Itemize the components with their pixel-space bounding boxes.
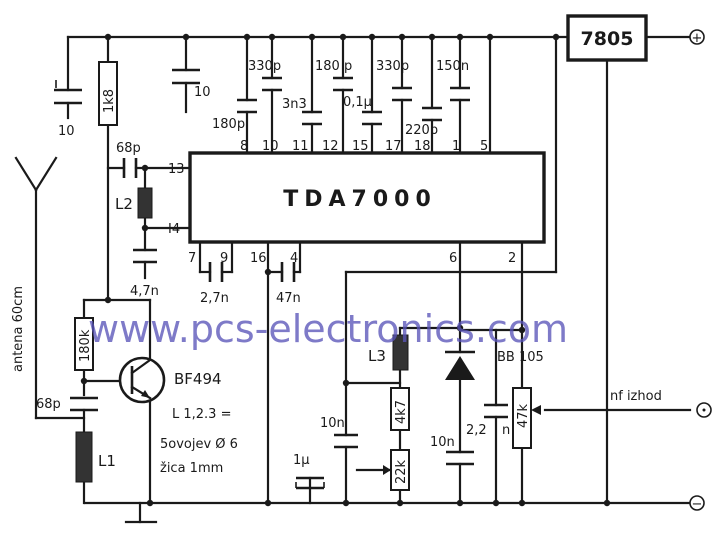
pin-11-label: 11	[292, 139, 309, 154]
c330p-b-label: 330p	[376, 59, 409, 74]
capacitor-10n-b: 10n	[430, 435, 474, 466]
pin-8-label: 8	[240, 139, 248, 154]
c2n2-unit-label: n	[502, 423, 510, 438]
capacitor-10n-a: 10n	[320, 416, 358, 449]
ic-tda7000: TDA7000	[188, 151, 546, 244]
r4k7-label: 4k7	[394, 400, 409, 424]
pin-6-label: 6	[449, 251, 457, 266]
junction-dots	[80, 33, 611, 507]
regulator-7805: 7805	[566, 14, 648, 62]
pin-14-label: I4	[168, 222, 180, 237]
r180k-label: 180k	[78, 329, 93, 362]
pin-1-label: 1	[452, 139, 460, 154]
transistor-bf494: BF494	[118, 356, 222, 404]
c4n7-label: 4,7n	[130, 284, 159, 299]
resistor-22k: 22k	[383, 449, 410, 491]
transistor-label: BF494	[174, 370, 222, 388]
capacitor-4n7: 4,7n	[130, 248, 159, 299]
plus-terminal-label: +	[692, 31, 703, 46]
c330p-a-label: 330p	[248, 59, 281, 74]
varicap-label: BB 105	[497, 350, 544, 365]
capacitor-68p-top: 68p	[116, 141, 141, 178]
capacitor-1u: 1µ	[293, 453, 325, 490]
coil-note: L 1,2.3 = 5ovojev Ø 6 žica 1mm	[160, 407, 238, 476]
c68p-top-label: 68p	[116, 141, 141, 156]
pin-12-label: 12	[322, 139, 339, 154]
capacitor-2n2: 2,2 n	[466, 403, 510, 438]
capacitor-10-left: 10	[54, 80, 82, 139]
pin-9-label: 9	[220, 251, 228, 266]
inductor-l3: L3	[368, 334, 409, 371]
pin-10-label: 10	[262, 139, 279, 154]
c180p-b-label: 180 p	[315, 59, 352, 74]
capacitor-150n: 150n	[436, 59, 470, 102]
plus-terminal	[689, 29, 705, 45]
pin-4-label: 4	[290, 251, 298, 266]
c180p-a-label: 180p	[212, 117, 245, 132]
regulator-label: 7805	[581, 28, 634, 50]
pin-17-label: 17	[385, 139, 402, 154]
resistor-1k8: 1k8	[98, 61, 118, 126]
capacitor-180p-a: 180p	[212, 98, 257, 132]
antenna-label: antena 60cm	[11, 286, 26, 372]
c150n-label: 150n	[436, 59, 469, 74]
antenna: antena 60cm	[11, 156, 58, 372]
c3n3-label: 3n3	[282, 97, 307, 112]
c10-right-label: 10	[194, 85, 211, 100]
capacitor-47n: 47n	[276, 262, 301, 306]
capacitor-2n7: 2,7n	[200, 262, 229, 306]
capacitor-3n3: 3n3	[282, 97, 322, 126]
pin-13-label: 13	[168, 162, 185, 177]
potentiometer-47k: 47k	[512, 387, 541, 449]
capacitor-0u1: 0,1µ	[343, 95, 382, 126]
capacitor-220p: 220p	[405, 106, 442, 138]
minus-terminal-label: −	[692, 497, 703, 512]
capacitor-68p-antenna: 68p	[36, 396, 98, 412]
l2-label: L2	[115, 195, 133, 213]
varicap-diode: BB 105	[445, 350, 544, 380]
inductor-l1: L1	[75, 431, 116, 483]
terminals: + −	[689, 29, 712, 512]
pin-18-label: 18	[414, 139, 431, 154]
pot-47k-label: 47k	[516, 403, 531, 428]
c10n-b-label: 10n	[430, 435, 455, 450]
capacitor-330p-b: 330p	[376, 59, 412, 102]
c2n7-label: 2,7n	[200, 291, 229, 306]
capacitor-10-right: 10	[172, 68, 211, 100]
c220p-label: 220p	[405, 123, 438, 138]
minus-terminal	[689, 495, 705, 511]
resistor-180k: 180k	[74, 317, 94, 371]
c1u-label: 1µ	[293, 453, 310, 468]
watermark-text: www.pcs-electronics.com	[88, 307, 568, 351]
c68p-ant-label: 68p	[36, 397, 61, 412]
output-label: nf izhod	[610, 389, 662, 404]
r1k8-label: 1k8	[102, 89, 117, 113]
l1-label: L1	[98, 452, 116, 470]
c10n-a-label: 10n	[320, 416, 345, 431]
coil-note-line2: 5ovojev Ø 6	[160, 437, 238, 452]
c47n-label: 47n	[276, 291, 301, 306]
capacitor-330p-a: 330p	[248, 59, 282, 92]
coil-note-line3: žica 1mm	[160, 461, 223, 476]
resistor-4k7: 4k7	[390, 387, 410, 431]
pin-7-label: 7	[188, 251, 196, 266]
pin-15-label: 15	[352, 139, 369, 154]
c0u1-label: 0,1µ	[343, 95, 372, 110]
coil-note-line1: L 1,2.3 =	[172, 407, 231, 422]
pin-5-label: 5	[480, 139, 488, 154]
l3-label: L3	[368, 347, 386, 365]
c10-left-label: 10	[58, 124, 75, 139]
wires	[34, 35, 692, 524]
r22k-label: 22k	[394, 459, 409, 484]
pin-2-label: 2	[508, 251, 516, 266]
capacitor-180p-b: 180 p	[315, 59, 353, 92]
ic-pin-numbers: 8 10 11 12 15 17 18 1 5 13 I4 7 9 16 4 6…	[168, 139, 516, 266]
pin-16-label: 16	[250, 251, 267, 266]
inductor-l2: L2	[115, 187, 153, 219]
ic-label: TDA7000	[283, 187, 437, 212]
c2n2-label: 2,2	[466, 423, 487, 438]
